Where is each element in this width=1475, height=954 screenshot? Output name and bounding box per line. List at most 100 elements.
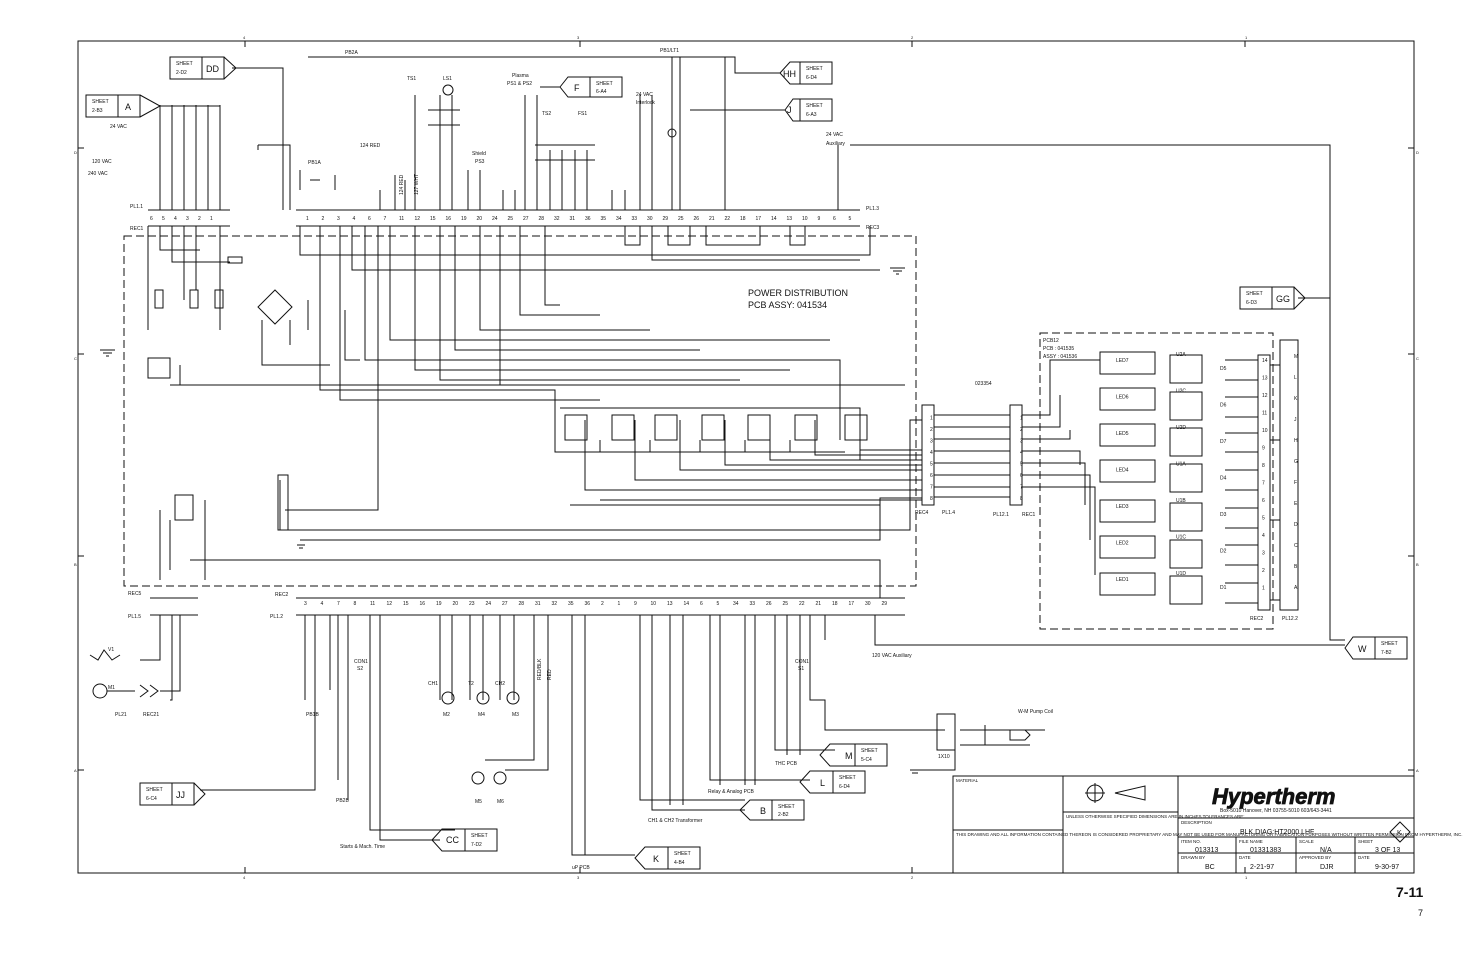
pl13-pin: 20 bbox=[477, 216, 483, 222]
svg-text:SHEET: SHEET bbox=[471, 833, 488, 839]
zone-letter: A bbox=[1416, 768, 1419, 773]
ch2-motor-icon bbox=[506, 691, 520, 705]
svg-text:6-D4: 6-D4 bbox=[839, 784, 850, 790]
svg-text:BC: BC bbox=[1205, 864, 1215, 871]
svg-text:6-D4: 6-D4 bbox=[806, 75, 817, 81]
diode-label: D4 bbox=[1220, 476, 1227, 482]
sheet-callout-gg bbox=[1239, 286, 1306, 310]
svg-text:FS1: FS1 bbox=[578, 111, 587, 117]
svg-text:Relay & Analog PCB: Relay & Analog PCB bbox=[708, 789, 755, 795]
svg-text:W: W bbox=[1358, 644, 1367, 654]
svg-text:124 RED: 124 RED bbox=[399, 174, 405, 195]
pl12-pin: 30 bbox=[865, 601, 871, 607]
pl13-pin: 16 bbox=[446, 216, 452, 222]
rec2b-pin: 7 bbox=[1262, 481, 1265, 487]
pcb12-box bbox=[1039, 332, 1274, 630]
zone-number: 3 bbox=[577, 875, 580, 880]
svg-text:SCALE: SCALE bbox=[1299, 839, 1314, 844]
svg-text:SHEET: SHEET bbox=[778, 804, 795, 810]
pd-assy: PCB ASSY: 041534 bbox=[748, 300, 827, 310]
svg-text:F: F bbox=[574, 83, 580, 93]
svg-text:RED/BLK: RED/BLK bbox=[537, 658, 543, 680]
svg-text:Shield: Shield bbox=[472, 151, 486, 157]
pl122-pin: K bbox=[1294, 396, 1298, 402]
sheet-callout-j bbox=[784, 98, 833, 122]
svg-text:SHEET: SHEET bbox=[806, 103, 823, 109]
opto-label: U1B bbox=[1176, 498, 1186, 504]
pl11-pin: 4 bbox=[174, 216, 177, 222]
pl13-pin: 11 bbox=[399, 216, 404, 222]
pl13-pin: 31 bbox=[570, 216, 576, 222]
diode-label: D3 bbox=[1220, 512, 1227, 518]
pl121-pin: 5 bbox=[1020, 462, 1023, 468]
pl12-pin: 24 bbox=[486, 601, 492, 607]
pl13-pin: 5 bbox=[849, 216, 852, 222]
rec4-pin: 7 bbox=[930, 485, 933, 491]
rec4-pin: 3 bbox=[930, 439, 933, 445]
pl13-pin: 7 bbox=[384, 216, 387, 222]
pl12-pin: 21 bbox=[816, 601, 822, 607]
rec4-pin: 5 bbox=[930, 462, 933, 468]
pl13-pin: 14 bbox=[771, 216, 777, 222]
opto-label: U2A bbox=[1176, 352, 1186, 358]
pl13-pin: 19 bbox=[461, 216, 467, 222]
pl13-pin: 28 bbox=[539, 216, 545, 222]
pl13-pin: 32 bbox=[554, 216, 560, 222]
title-block bbox=[952, 775, 1415, 874]
sheet-ref: 2-B3 bbox=[92, 108, 103, 114]
svg-text:M6: M6 bbox=[497, 799, 504, 805]
pl122-pin: A bbox=[1294, 585, 1298, 591]
svg-text:REC21: REC21 bbox=[143, 712, 159, 718]
rec4-pin: 2 bbox=[930, 427, 933, 433]
footer-number: 7 bbox=[1418, 908, 1424, 918]
sheet-callout-l bbox=[799, 770, 866, 794]
svg-text:CC: CC bbox=[446, 835, 459, 845]
pl12-pin: 7 bbox=[337, 601, 340, 607]
svg-text:SHEET: SHEET bbox=[1358, 839, 1373, 844]
u2c-optocoupler bbox=[1169, 391, 1203, 421]
svg-text:2-B2: 2-B2 bbox=[778, 812, 789, 818]
svg-text:PCB12: PCB12 bbox=[1043, 338, 1059, 344]
svg-text:K: K bbox=[1397, 830, 1402, 837]
svg-text:S2: S2 bbox=[357, 666, 363, 672]
svg-text:LS1: LS1 bbox=[443, 76, 452, 82]
pl12-pin: 19 bbox=[436, 601, 442, 607]
led-label: LED5 bbox=[1116, 431, 1129, 437]
pl11-pin: 3 bbox=[186, 216, 189, 222]
u1d-optocoupler bbox=[1169, 575, 1203, 605]
zone-letter: C bbox=[1416, 356, 1419, 361]
pl121-pin: 4 bbox=[1020, 450, 1023, 456]
svg-text:REC1: REC1 bbox=[1022, 512, 1036, 518]
svg-text:DESCRIPTION: DESCRIPTION bbox=[1181, 820, 1212, 825]
svg-text:REC2: REC2 bbox=[1250, 616, 1264, 622]
svg-text:DATE: DATE bbox=[1239, 855, 1251, 860]
svg-text:1X10: 1X10 bbox=[938, 754, 950, 760]
pl13-pin: 24 bbox=[492, 216, 498, 222]
pd-title: POWER DISTRIBUTION bbox=[748, 288, 848, 298]
input-wires bbox=[159, 105, 221, 210]
svg-text:Plasma: Plasma bbox=[512, 73, 529, 79]
svg-text:PL21: PL21 bbox=[115, 712, 127, 718]
svg-text:uP PCB: uP PCB bbox=[572, 865, 590, 871]
pl13-pin: 4 bbox=[353, 216, 356, 222]
svg-text:M: M bbox=[845, 751, 853, 761]
pl13-pin: 35 bbox=[601, 216, 607, 222]
svg-text:4-B4: 4-B4 bbox=[674, 860, 685, 866]
svg-text:SHEET: SHEET bbox=[839, 775, 856, 781]
pl12-pin: 2 bbox=[601, 601, 604, 607]
svg-text:PS1 & PS2: PS1 & PS2 bbox=[507, 81, 532, 87]
zone-letter: D bbox=[74, 150, 77, 155]
pl12-pin: 9 bbox=[634, 601, 637, 607]
svg-text:M3: M3 bbox=[512, 712, 519, 718]
svg-text:HH: HH bbox=[783, 69, 796, 79]
svg-text:Starts & Mach. Time: Starts & Mach. Time bbox=[340, 844, 385, 850]
pl122-pin: E bbox=[1294, 501, 1298, 507]
led-label: LED3 bbox=[1116, 504, 1129, 510]
svg-text:CH2: CH2 bbox=[495, 681, 505, 687]
pl122-pin: M bbox=[1294, 354, 1298, 360]
svg-text:ITEM NO.: ITEM NO. bbox=[1181, 839, 1201, 844]
svg-text:K: K bbox=[653, 854, 659, 864]
pl11-pin: 1 bbox=[210, 216, 213, 222]
rec2b-pin: 9 bbox=[1262, 446, 1265, 452]
svg-text:Box-5010 Hanover, NH 03755-501: Box-5010 Hanover, NH 03755-5010 603/643-… bbox=[1220, 808, 1332, 814]
